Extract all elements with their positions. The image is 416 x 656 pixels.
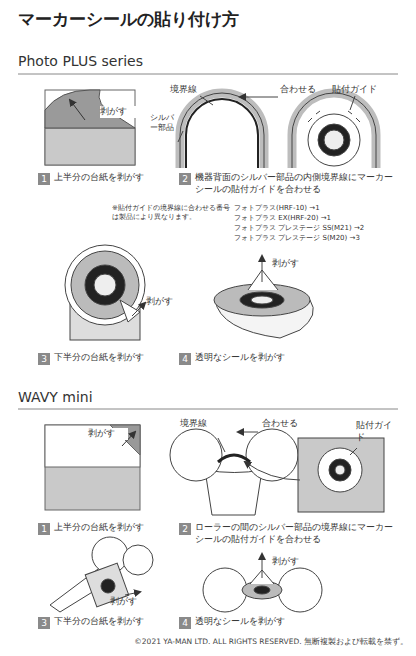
- part-label: 合わせる: [262, 418, 312, 430]
- part-label: シルバー部品: [150, 113, 180, 132]
- part-label: 境界線: [170, 84, 210, 96]
- step-number: 4: [179, 617, 191, 629]
- step-text: 機器背面のシルバー部品の内側境界線にマーカーシールの貼付ガイドを合わせる: [195, 172, 400, 195]
- device-arch: [178, 93, 376, 168]
- card-peel: [45, 90, 135, 165]
- card-peel-wavy: [45, 425, 140, 510]
- peel-label: 剥がす: [272, 258, 312, 270]
- peel-label: 剥がす: [88, 428, 128, 440]
- step-text: 下半分の台紙を剥がす: [54, 616, 174, 628]
- peel-label: 剥がす: [146, 296, 186, 308]
- step-number-text: 1: [41, 524, 47, 534]
- part-label: 合わせる: [280, 84, 330, 96]
- model-item: フォトプラス プレステージ SS(M21) →2: [234, 224, 404, 233]
- step-text: 透明なシールを剥がす: [195, 352, 345, 364]
- step-number: 3: [38, 353, 50, 365]
- section-heading: WAVY mini: [18, 388, 318, 406]
- device-hand: [214, 256, 313, 338]
- step-text: ローラーの間のシルバー部品の境界線にマーカーシールの貼付ガイドを合わせる: [195, 522, 400, 545]
- step-number: 1: [38, 523, 50, 535]
- part-label: 貼付ガイド: [332, 84, 402, 96]
- step-number: 1: [38, 173, 50, 185]
- step-number: 2: [179, 523, 191, 535]
- roller-peel: [50, 537, 153, 612]
- device-round: [65, 245, 145, 340]
- part-label: 境界線: [180, 418, 220, 430]
- step-number: 3: [38, 617, 50, 629]
- part-label: 貼付ガイド: [356, 420, 392, 443]
- model-item: フォトプラス プレステージ S(M20) →3: [234, 234, 404, 243]
- model-item: フォトプラス(HRF-10) →1: [234, 204, 404, 213]
- step-text: 上半分の台紙を剥がす: [54, 172, 174, 184]
- peel-label: 剥がす: [110, 596, 150, 608]
- step-number-text: 2: [182, 174, 188, 184]
- roller-device: [170, 429, 384, 515]
- model-item: フォトプラス EX(HRF-20) →1: [234, 214, 404, 223]
- peel-label: 剥がす: [272, 556, 312, 568]
- section-heading: Photo PLUS series: [18, 52, 318, 70]
- roller-film: [203, 554, 322, 612]
- step-number: 4: [179, 353, 191, 365]
- step-text: 透明なシールを剥がす: [195, 616, 345, 628]
- step-number-text: 4: [182, 354, 188, 364]
- page-title: マーカーシールの貼り付け方: [18, 8, 398, 30]
- note-text: ※貼付ガイドの境界線に合わせる番号は製品により異なります。: [112, 204, 232, 222]
- step-text: 上半分の台紙を剥がす: [54, 522, 174, 534]
- step-number-text: 3: [41, 354, 47, 364]
- step-number-text: 3: [41, 618, 47, 628]
- peel-label: 剥がす: [100, 106, 140, 118]
- step-number-text: 1: [41, 174, 47, 184]
- step-number-text: 4: [182, 618, 188, 628]
- step-text: 下半分の台紙を剥がす: [54, 352, 174, 364]
- copyright-caption: ©2021 YA-MAN LTD. ALL RIGHTS RESERVED. 無…: [8, 637, 408, 647]
- step-number: 2: [179, 173, 191, 185]
- step-number-text: 2: [182, 524, 188, 534]
